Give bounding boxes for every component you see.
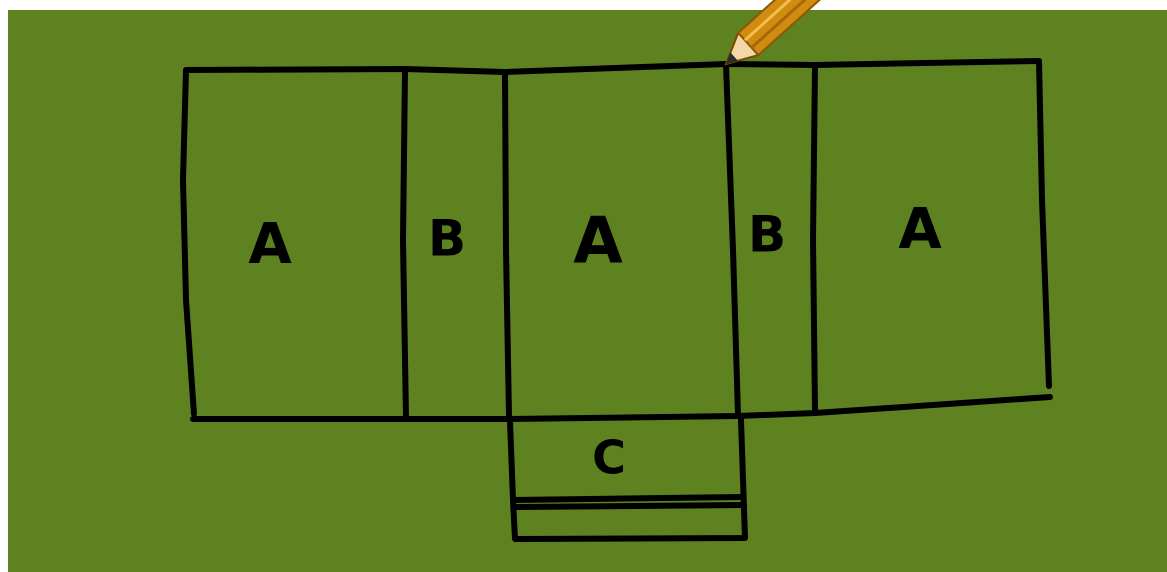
flap-c-divider	[513, 497, 742, 500]
flap-c-outline	[510, 420, 745, 539]
fold-line-1	[403, 71, 406, 418]
net-right-edge	[1039, 61, 1049, 386]
panel-label-b-1: B	[428, 210, 466, 268]
net-bottom-edge	[193, 397, 1050, 419]
panel-label-a-1: A	[248, 212, 292, 277]
panel-label-b-2: B	[748, 206, 786, 264]
net-top-edge	[186, 61, 1039, 72]
panel-label-a-3: A	[898, 197, 942, 262]
fold-line-4	[813, 66, 815, 410]
net-left-edge	[183, 70, 194, 414]
fold-line-2	[505, 73, 509, 416]
panel-label-c: C	[592, 431, 626, 485]
fold-line-3	[726, 65, 738, 415]
flap-c-inner-line	[515, 505, 744, 507]
panel-label-a-2: A	[573, 205, 623, 279]
pencil-body	[738, 0, 907, 55]
